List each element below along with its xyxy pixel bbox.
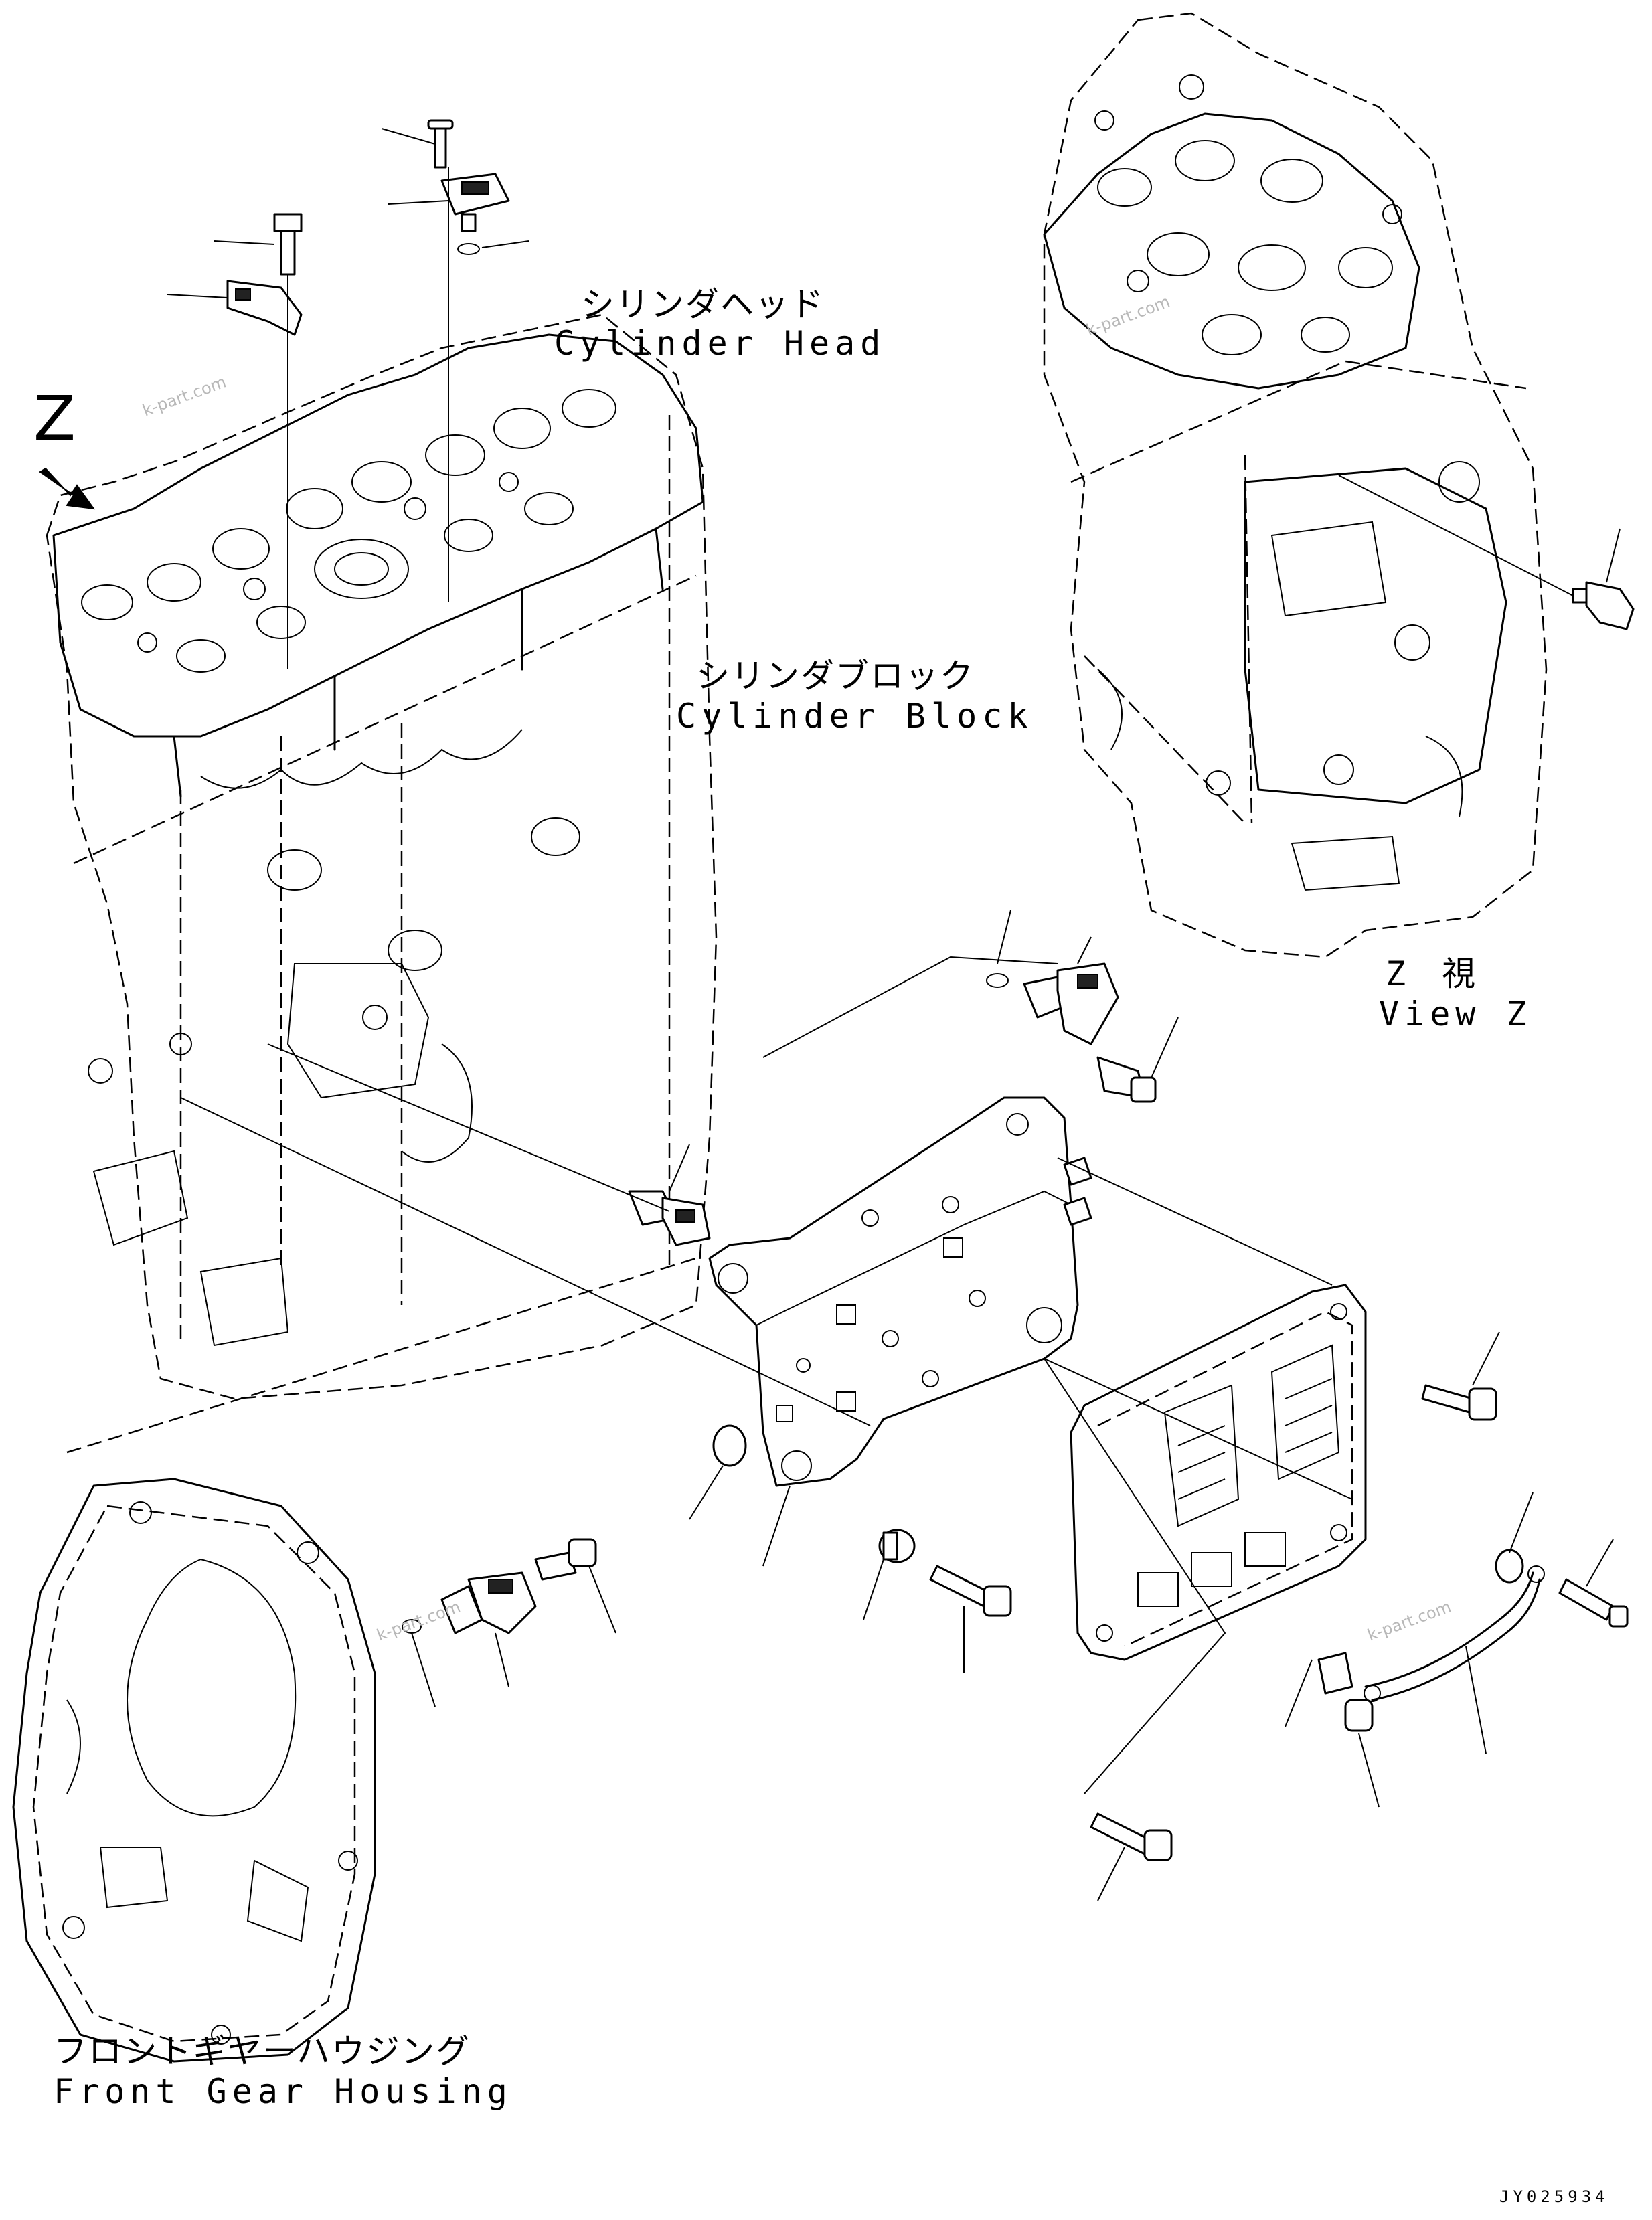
front-gear-housing-outline [12,1478,376,2063]
cylinder-block-label-jp: シリンダブロック [696,657,975,695]
ecu-controller [1070,1284,1629,1901]
top-sensor-parts [167,119,529,669]
view-direction-arrow-icon [39,467,96,510]
view-z-label-en: View Z [1379,995,1532,1033]
view-z-label-jp: Z 視 [1386,954,1477,993]
view-direction-z-marker: Z [33,383,76,454]
sensors-centre [180,910,1353,1794]
cylinder-head-outline [52,333,704,1347]
cylinder-block-outline [46,313,718,1454]
drawing-code: JY025934 [1499,2187,1609,2206]
view-z-outline [1043,12,1635,958]
cylinder-block-label-en: Cylinder Block [676,697,1034,736]
cylinder-head-label-en: Cylinder Head [554,324,886,363]
front-gear-housing-label-jp: フロントギヤーハウジング [54,2032,471,2071]
front-gear-housing-label-en: Front Gear Housing [54,2072,513,2111]
cylinder-head-label-jp: シリンダヘッド [581,285,825,324]
